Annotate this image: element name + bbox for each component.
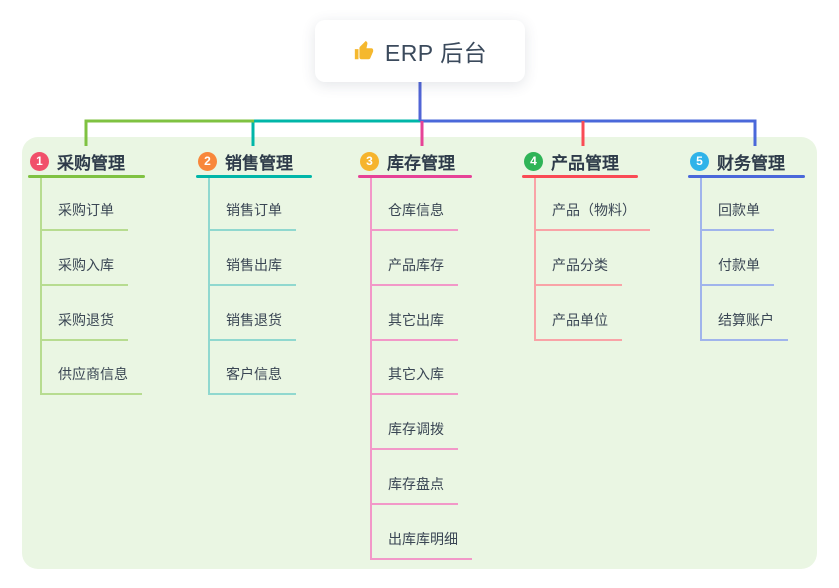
child-node[interactable]: 产品单位 — [534, 310, 622, 341]
child-node[interactable]: 客户信息 — [208, 364, 296, 395]
child-node[interactable]: 其它出库 — [370, 310, 458, 341]
branch-child-connector — [534, 178, 536, 341]
branch-number-badge: 5 — [690, 151, 709, 171]
child-node[interactable]: 产品库存 — [370, 255, 458, 286]
child-node[interactable]: 供应商信息 — [40, 364, 142, 395]
child-node[interactable]: 销售订单 — [208, 200, 296, 231]
child-node[interactable]: 销售退货 — [208, 310, 296, 341]
branch-child-connector — [700, 178, 702, 341]
branch-product-header[interactable]: 4 产品管理 — [522, 148, 638, 174]
child-node[interactable]: 其它入库 — [370, 364, 458, 395]
branch-child-connector — [208, 178, 210, 394]
branch-label: 库存管理 — [387, 153, 455, 173]
branch-underline — [522, 175, 638, 178]
child-node[interactable]: 付款单 — [700, 255, 774, 286]
child-node[interactable]: 出库库明细 — [370, 529, 472, 560]
branch-child-connector — [40, 178, 42, 394]
branch-product: 4 产品管理 产品（物料） 产品分类 产品单位 — [522, 148, 650, 341]
branch-underline — [28, 175, 145, 178]
thumbs-up-icon — [353, 40, 375, 62]
branch-underline — [358, 175, 472, 178]
branch-finance-header[interactable]: 5 财务管理 — [688, 148, 805, 174]
child-node[interactable]: 库存调拨 — [370, 419, 458, 450]
branch-finance: 5 财务管理 回款单 付款单 结算账户 — [688, 148, 805, 341]
child-node[interactable]: 产品分类 — [534, 255, 622, 286]
child-node[interactable]: 回款单 — [700, 200, 774, 231]
root-node-label: ERP 后台 — [384, 40, 488, 66]
child-node[interactable]: 销售出库 — [208, 255, 296, 286]
branch-purchase-header[interactable]: 1 采购管理 — [28, 148, 145, 174]
child-node[interactable]: 产品（物料） — [534, 200, 650, 231]
branch-sales-header[interactable]: 2 销售管理 — [196, 148, 312, 174]
branch-inventory: 3 库存管理 仓库信息 产品库存 其它出库 其它入库 库存调拨 库存盘点 出库库… — [358, 148, 472, 560]
branch-number-badge: 3 — [360, 151, 379, 171]
branch-inventory-header[interactable]: 3 库存管理 — [358, 148, 472, 174]
child-node[interactable]: 采购退货 — [40, 310, 128, 341]
branch-number-badge: 4 — [524, 151, 543, 171]
child-node[interactable]: 库存盘点 — [370, 474, 458, 505]
branch-underline — [688, 175, 805, 178]
child-node[interactable]: 采购订单 — [40, 200, 128, 231]
branch-sales: 2 销售管理 销售订单 销售出库 销售退货 客户信息 — [196, 148, 312, 395]
branch-number-badge: 1 — [30, 151, 49, 171]
root-node[interactable]: ERP 后台 — [315, 20, 525, 82]
branch-label: 财务管理 — [717, 153, 785, 173]
mindmap-panel — [22, 137, 817, 569]
branch-label: 采购管理 — [57, 153, 125, 173]
branch-child-connector — [370, 178, 372, 560]
branch-number-badge: 2 — [198, 151, 217, 171]
child-node[interactable]: 仓库信息 — [370, 200, 458, 231]
branch-label: 销售管理 — [225, 153, 293, 173]
branch-purchase: 1 采购管理 采购订单 采购入库 采购退货 供应商信息 — [28, 148, 145, 395]
branch-underline — [196, 175, 312, 178]
branch-label: 产品管理 — [551, 153, 619, 173]
child-node[interactable]: 采购入库 — [40, 255, 128, 286]
child-node[interactable]: 结算账户 — [700, 310, 788, 341]
